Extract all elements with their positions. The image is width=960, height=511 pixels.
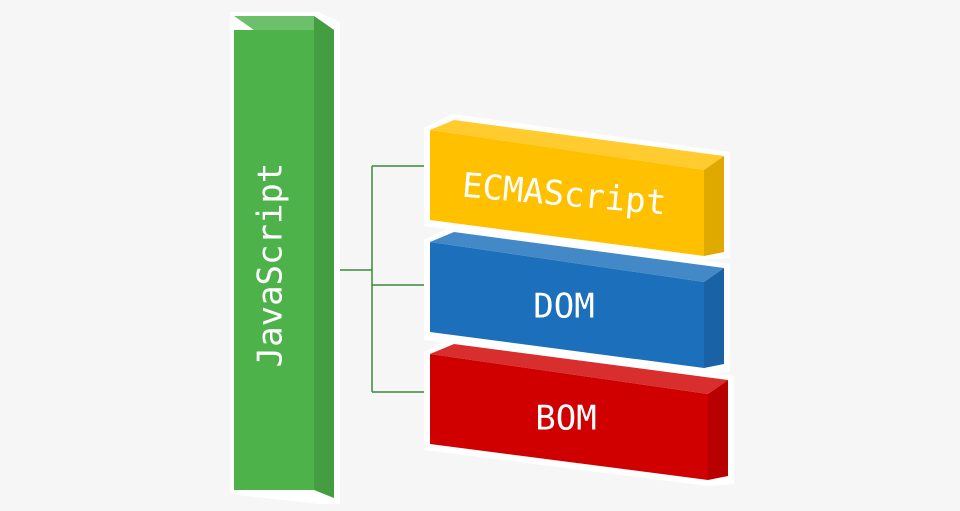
bom-block-side (708, 380, 728, 480)
root-block-label: JavaScript (251, 163, 291, 368)
bom-block-top (430, 344, 728, 394)
root-block-front (234, 30, 314, 490)
ecmascript-block-front (430, 130, 704, 256)
dom-block-front (430, 242, 704, 368)
ecmascript-block-top (430, 120, 724, 170)
ecmascript-block-side (704, 156, 724, 256)
component-block-bom: BOM (424, 338, 734, 486)
dom-block-side (704, 268, 724, 368)
dom-block-label: DOM (533, 287, 594, 327)
component-block-dom: DOM (424, 226, 730, 374)
connector-lines (318, 165, 428, 393)
bom-block-label: BOM (535, 399, 596, 439)
root-block-side (314, 16, 334, 498)
root-block-top (234, 16, 334, 30)
dom-block-top (430, 232, 724, 282)
root-block-javascript: JavaScript (230, 12, 340, 504)
bom-block-front (430, 354, 708, 480)
component-block-ecmascript: ECMAScript (424, 114, 730, 260)
